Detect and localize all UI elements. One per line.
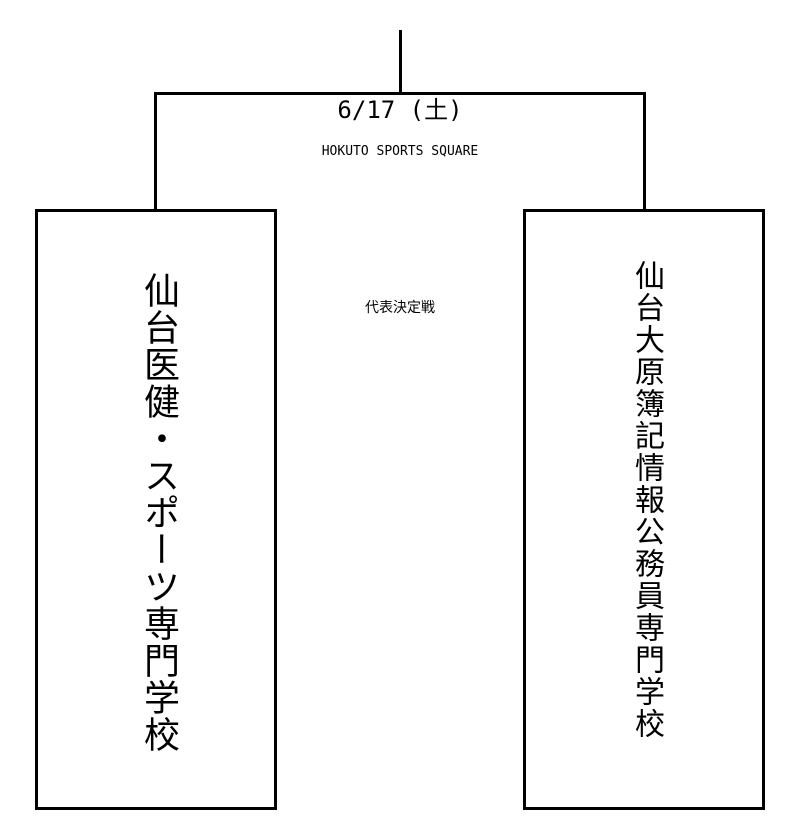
match-date: 6/17 (土): [337, 96, 463, 124]
bracket-right-line: [643, 92, 646, 210]
team-box-right: 仙台大原簿記情報公務員専門学校: [523, 209, 765, 810]
match-venue: HOKUTO SPORTS SQUARE: [321, 144, 479, 159]
team-name-left: 仙台医健・スポーツ専門学校: [138, 272, 179, 753]
bracket-winner-line: [399, 30, 402, 94]
bracket-top-line: [154, 92, 646, 95]
bracket-left-line: [154, 92, 157, 210]
team-box-left: 仙台医健・スポーツ専門学校: [35, 209, 277, 810]
team-name-right: 仙台大原簿記情報公務員専門学校: [629, 260, 664, 740]
round-label: 代表決定戦: [365, 300, 435, 316]
